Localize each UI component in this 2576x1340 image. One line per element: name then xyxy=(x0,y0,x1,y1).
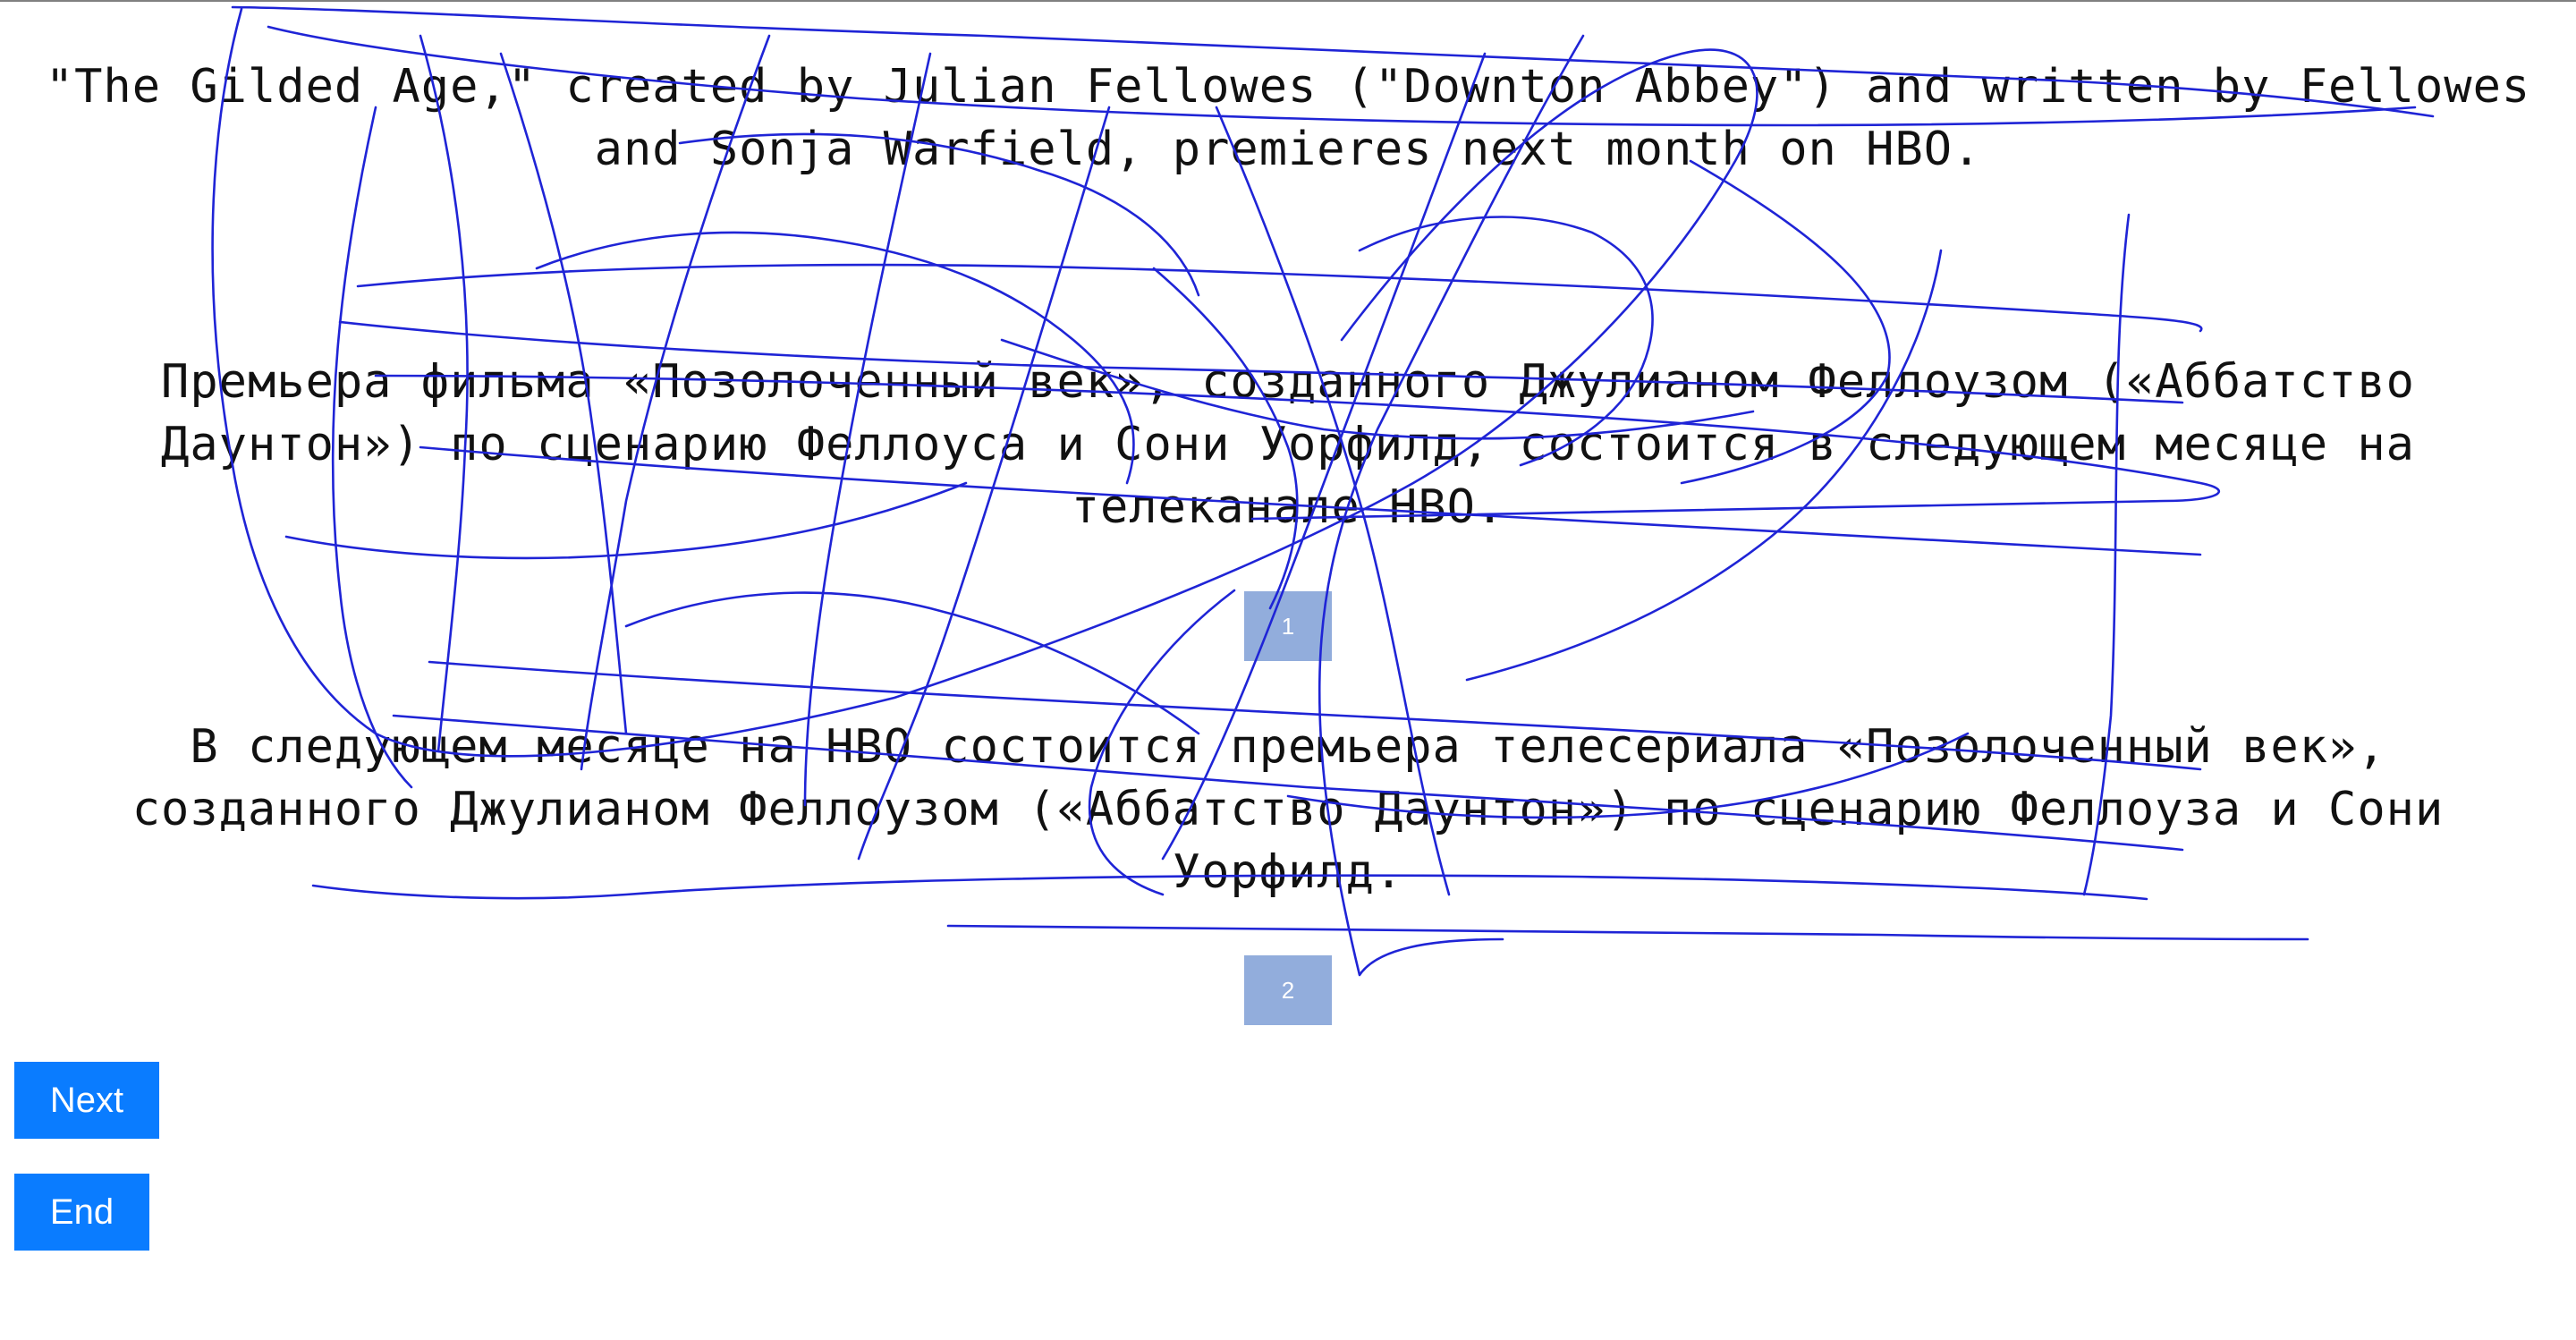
next-button[interactable]: Next xyxy=(14,1062,159,1139)
scribble-stroke xyxy=(624,591,1200,735)
candidate-translation-1: Премьера фильма «Позолоченный век», созд… xyxy=(161,355,2415,534)
rank-box-1[interactable]: 1 xyxy=(1244,591,1332,661)
rank-box-2[interactable]: 2 xyxy=(1244,955,1332,1025)
end-button[interactable]: End xyxy=(14,1174,149,1251)
source-sentence: "The Gilded Age," created by Julian Fell… xyxy=(45,60,2531,176)
candidate-translation-2: В следующем месяце на HBO состоится прем… xyxy=(131,720,2445,899)
scribble-stroke xyxy=(356,263,2203,333)
top-divider xyxy=(0,0,2576,2)
scribble-stroke xyxy=(946,924,2309,941)
